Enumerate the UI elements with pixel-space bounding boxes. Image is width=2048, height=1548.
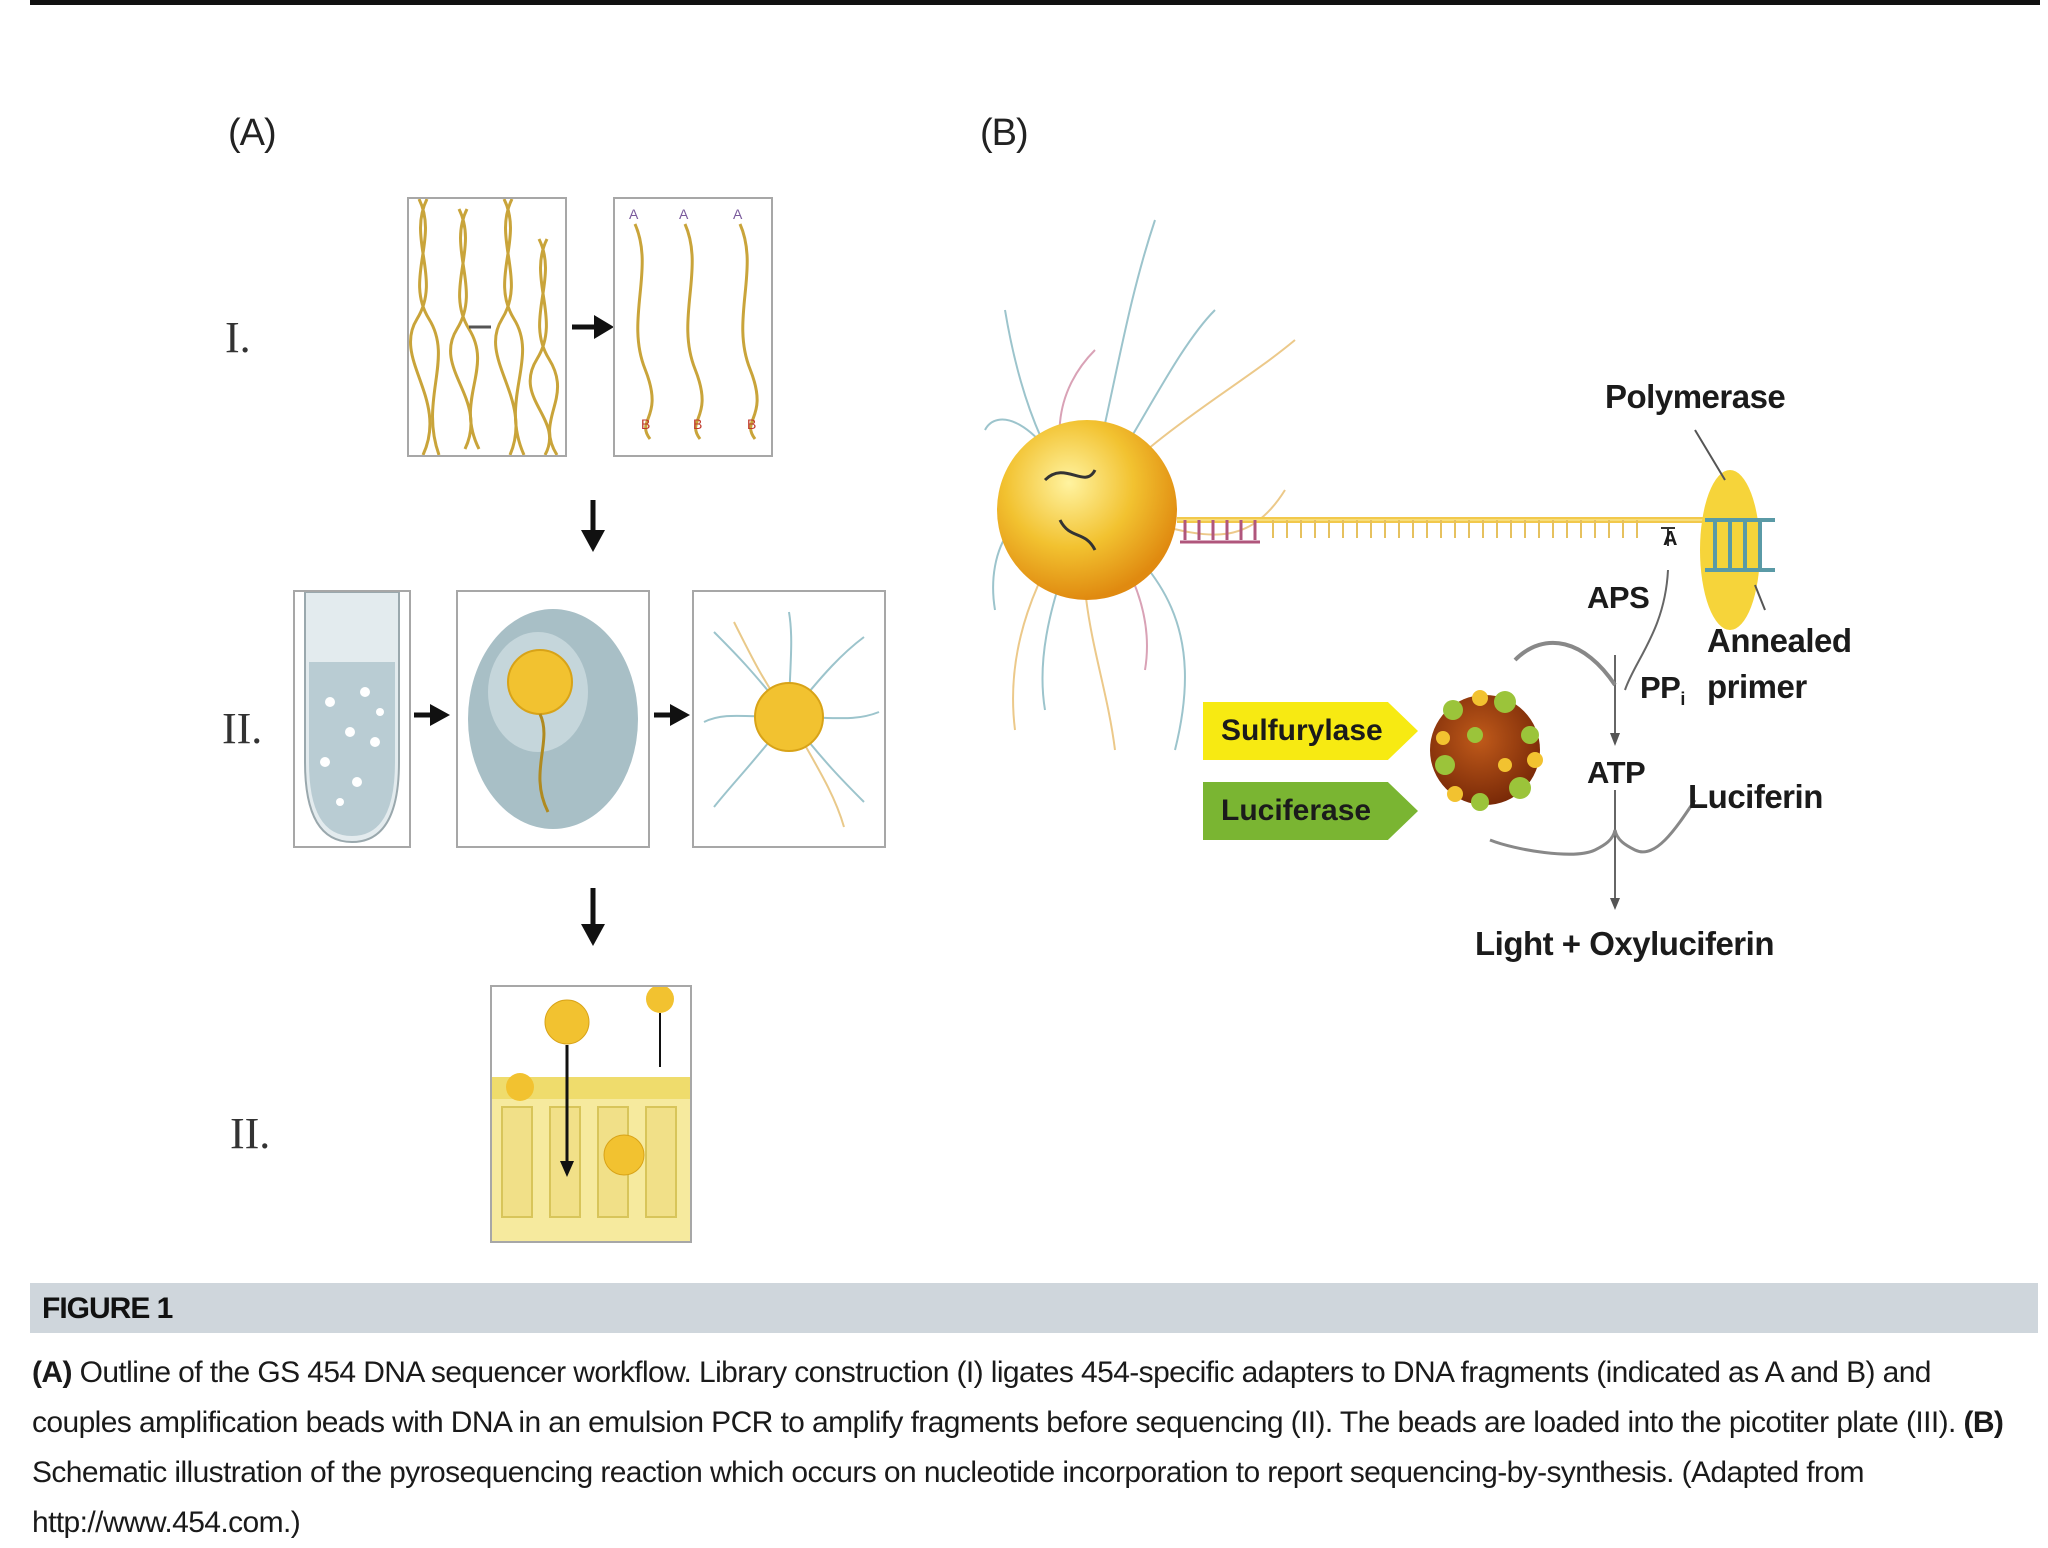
pp-subscript: i: [1680, 689, 1685, 709]
adapter-label-b: B: [641, 416, 650, 432]
emulsion-tube-image: [293, 590, 411, 848]
adapter-ligated-fragments-image: A A A B B B: [613, 197, 773, 457]
pp-label: PPi: [1640, 670, 1685, 710]
caption-a-marker: (A): [32, 1356, 72, 1389]
top-rule: [30, 0, 2040, 5]
step-label-2: II.: [222, 703, 262, 754]
sulfurylase-label: Sulfurylase: [1221, 714, 1383, 748]
adapter-label-b: B: [747, 416, 756, 432]
arrow-right-icon: [654, 700, 690, 730]
caption-b-marker: (B): [1963, 1406, 2003, 1439]
polymerase-label: Polymerase: [1605, 378, 1785, 416]
pyrosequencing-schematic: Polymerase APS PPi Annealed primer ATP L…: [975, 190, 1855, 990]
light-oxyluciferin-label: Light + Oxyluciferin: [1475, 925, 1774, 963]
adapter-label-a: A: [733, 206, 743, 222]
caption-b-text: Schematic illustration of the pyrosequen…: [32, 1456, 1864, 1539]
luciferase-tag: Luciferase: [1203, 782, 1418, 840]
luciferin-label: Luciferin: [1688, 778, 1823, 816]
step-label-3: II.: [230, 1108, 270, 1159]
caption-a-text: Outline of the GS 454 DNA sequencer work…: [32, 1356, 1963, 1439]
figure-caption: (A) Outline of the GS 454 DNA sequencer …: [32, 1348, 2022, 1548]
figure-title-bar: FIGURE 1: [30, 1283, 2038, 1333]
panel-b-label: (B): [980, 112, 1028, 155]
emulsion-droplet-image: [456, 590, 650, 848]
aps-label: APS: [1587, 580, 1649, 616]
picotiter-plate-image: [490, 985, 692, 1243]
arrow-right-icon: [414, 700, 450, 730]
panel-a-label: (A): [228, 112, 276, 155]
arrow-right-icon: [572, 312, 614, 342]
adapter-label-b: B: [693, 416, 702, 432]
pp-text: PP: [1640, 670, 1680, 705]
adapter-label-a: A: [629, 206, 639, 222]
atp-label: ATP: [1587, 755, 1645, 791]
annealed-primer-label-line2: primer: [1707, 668, 1807, 706]
luciferase-label: Luciferase: [1221, 794, 1371, 828]
figure-title: FIGURE 1: [42, 1292, 172, 1326]
step-label-1: I.: [225, 312, 251, 363]
dna-fragments-image: [407, 197, 567, 457]
adapter-label-a: A: [679, 206, 689, 222]
sulfurylase-tag: Sulfurylase: [1203, 702, 1418, 760]
annealed-primer-label-line1: Annealed: [1707, 622, 1852, 660]
base-a-label: A: [1663, 528, 1677, 551]
amplified-bead-image: [692, 590, 886, 848]
arrow-down-icon: [578, 888, 608, 946]
arrow-down-icon: [578, 500, 608, 552]
